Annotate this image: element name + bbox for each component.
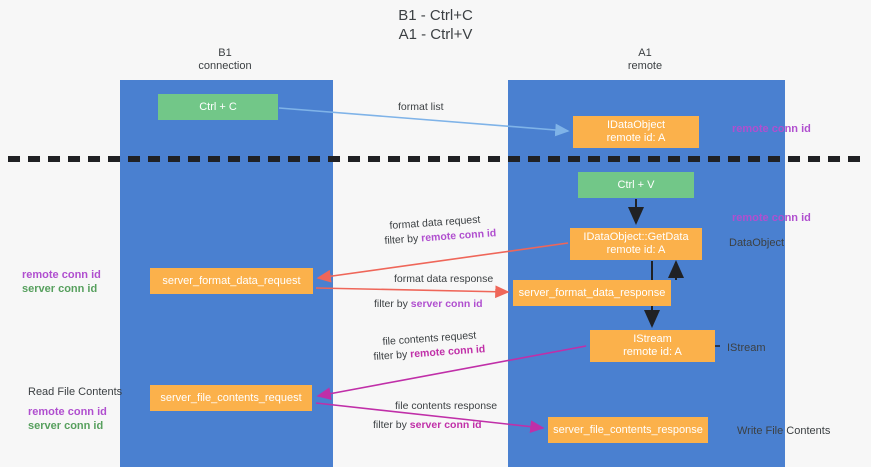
node-server-format-data-response[interactable]: server_format_data_response	[513, 280, 671, 306]
edge-filter-file-contents-response: filter by server conn id	[373, 418, 482, 432]
edge-label-file-contents-response-text: file contents response	[395, 400, 498, 412]
node-istream-sub: remote id: A	[623, 346, 682, 358]
node-idataobject-label: IDataObject	[606, 119, 666, 131]
label-remote-conn-id-mid-text: remote conn id	[732, 212, 811, 224]
node-sfdreq-label: server_format_data_request	[162, 274, 301, 287]
lane-header-b1-role: connection	[198, 60, 252, 72]
label-data-object-text: DataObject	[729, 237, 785, 249]
lane-header-b1: B1 connection	[150, 47, 300, 73]
label-istream-side: IStream	[727, 341, 766, 355]
node-ctrl-c[interactable]: Ctrl + C	[158, 94, 278, 120]
label-left-remote-conn-id-bot: remote conn id	[28, 406, 107, 418]
label-data-object: DataObject	[729, 236, 784, 250]
label-write-file-contents-text: Write File Contents	[737, 425, 831, 437]
edge-filter-key-1: remote conn id	[420, 227, 497, 245]
label-remote-conn-id-mid: remote conn id	[732, 211, 811, 225]
lane-header-a1: A1 remote	[570, 47, 720, 73]
lane-header-b1-name: B1	[218, 47, 232, 59]
edge-label-format-list-text: format list	[398, 101, 444, 113]
node-istream[interactable]: IStream remote id: A	[590, 330, 715, 362]
node-ctrl-v[interactable]: Ctrl + V	[578, 172, 694, 198]
edge-label-file-contents-response: file contents response	[395, 399, 497, 413]
label-left-server-conn-id-bot: server conn id	[28, 420, 104, 432]
node-getdata-sub: remote id: A	[606, 244, 666, 256]
node-idataobject-getdata[interactable]: IDataObject::GetData remote id: A	[570, 228, 702, 260]
title-line-1: B1 - Ctrl+C	[398, 7, 473, 24]
title-line-2: A1 - Ctrl+V	[398, 26, 473, 43]
node-server-file-contents-response[interactable]: server_file_contents_response	[548, 417, 708, 443]
node-sfcreq-label: server_file_contents_request	[160, 391, 302, 404]
lane-header-a1-role: remote	[627, 60, 663, 72]
node-getdata-label: IDataObject::GetData	[583, 231, 689, 243]
edge-filter-key-4: server conn id	[409, 419, 482, 431]
label-read-file-contents-text: Read File Contents	[28, 386, 123, 398]
node-idataobject-sub: remote id: A	[606, 132, 666, 144]
node-istream-label: IStream	[633, 333, 672, 345]
edge-format-data-response	[315, 285, 510, 299]
phase-divider	[8, 156, 864, 162]
edge-filter-key-3: remote conn id	[409, 343, 486, 361]
edge-label-format-data-response-text: format data response	[394, 273, 494, 285]
node-ctrl-v-label: Ctrl + V	[617, 178, 655, 191]
lane-header-a1-name: A1	[638, 47, 652, 59]
label-left-remote-conn-id-mid: remote conn id	[22, 269, 101, 281]
label-left-server-conn-id-mid: server conn id	[22, 283, 98, 295]
label-istream-side-text: IStream	[727, 342, 766, 354]
label-remote-conn-id-top: remote conn id	[732, 122, 811, 136]
diagram-title: B1 - Ctrl+C A1 - Ctrl+V	[0, 6, 871, 44]
label-left-read-file-contents: Read File Contents remote conn id server…	[28, 385, 122, 433]
node-sfdres-label: server_format_data_response	[518, 286, 666, 299]
node-sfcres-label: server_file_contents_response	[553, 423, 703, 436]
label-write-file-contents: Write File Contents	[737, 424, 830, 438]
edge-label-format-list: format list	[398, 100, 444, 114]
edge-filter-prefix-4: filter by	[373, 419, 410, 431]
node-ctrl-c-label: Ctrl + C	[199, 100, 237, 113]
node-server-file-contents-request[interactable]: server_file_contents_request	[150, 385, 312, 411]
edge-filter-prefix-1: filter by	[384, 232, 422, 247]
edge-filter-key-2: server conn id	[410, 298, 483, 310]
node-idataobject[interactable]: IDataObject remote id: A	[573, 116, 699, 148]
edge-filter-format-data-response: filter by server conn id	[374, 297, 483, 311]
edge-filter-prefix-2: filter by	[374, 298, 411, 310]
label-remote-conn-id-top-text: remote conn id	[732, 123, 811, 135]
edge-filter-prefix-3: filter by	[373, 348, 411, 363]
edge-label-format-data-response: format data response	[394, 272, 493, 286]
node-server-format-data-request[interactable]: server_format_data_request	[150, 268, 313, 294]
label-left-conn-ids-mid: remote conn id server conn id	[22, 268, 101, 296]
